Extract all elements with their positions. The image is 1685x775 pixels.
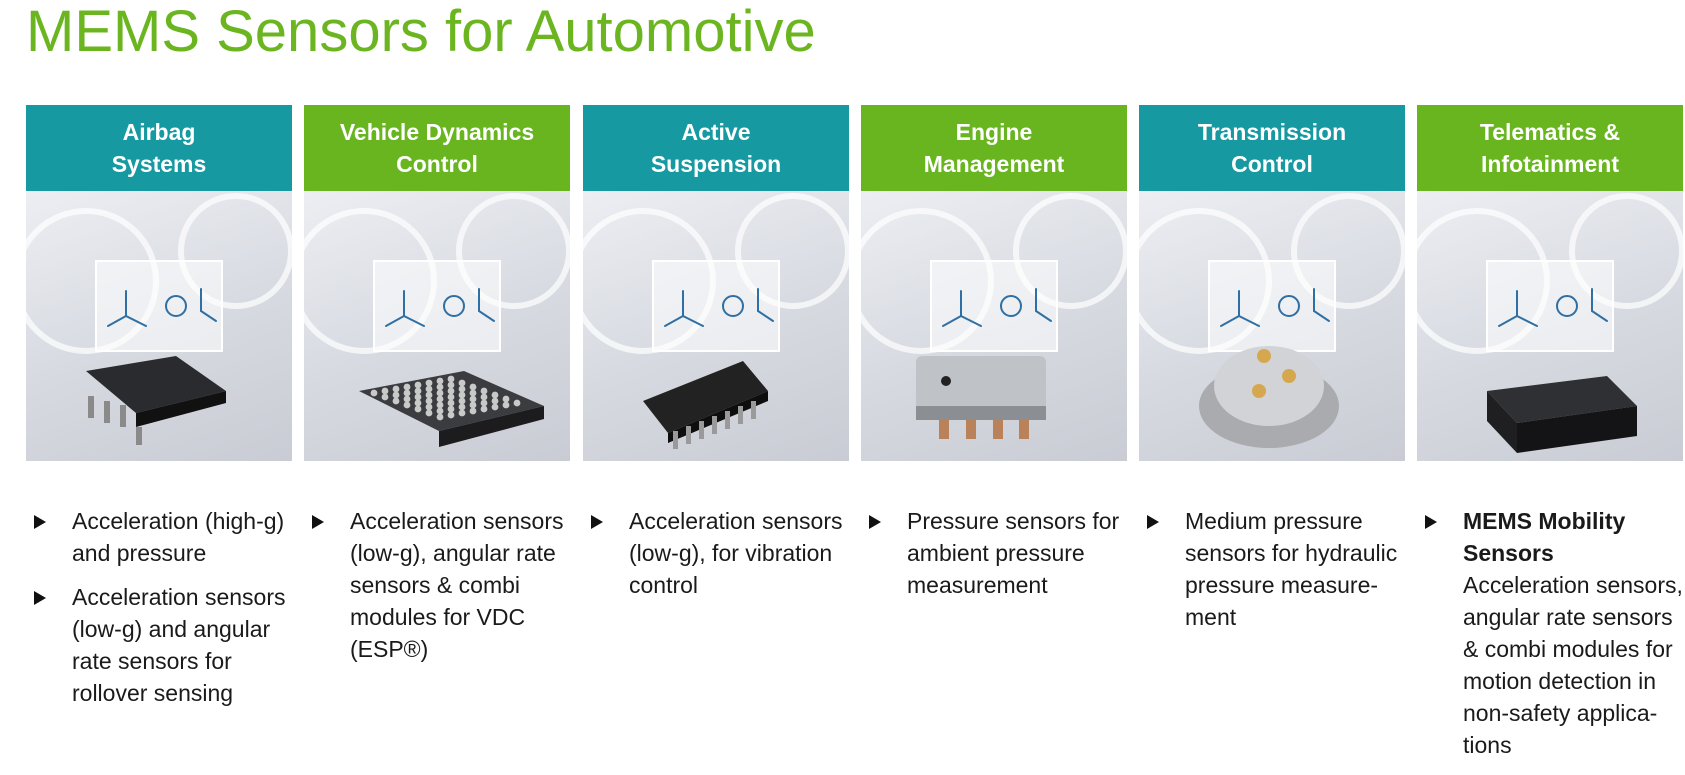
bullet-item: Acceleration sensors (low-g), for vibrat… <box>591 505 855 601</box>
bullet-text: Acceleration sensors, angular rate senso… <box>1463 572 1683 758</box>
column-header-label: Vehicle Dynamics Control <box>339 119 535 177</box>
column-header: Vehicle Dynamics Control <box>304 105 570 191</box>
bullet-item: Acceleration sensors (low-g) and angular… <box>34 581 298 709</box>
bullet-item: Acceleration sensors (low-g), angular ra… <box>312 505 576 665</box>
bullet-list: Acceleration sensors (low-g), angular ra… <box>312 505 576 677</box>
column-header-label: Transmission Control <box>1197 119 1347 177</box>
bullet-triangle-icon <box>591 515 603 529</box>
bullet-text: Acceleration sensors (low-g), for vibrat… <box>629 508 843 598</box>
bullet-triangle-icon <box>1425 515 1437 529</box>
column-header-label: Telematics & Infotainment <box>1479 119 1621 177</box>
column-header-label: Airbag Systems <box>111 119 207 177</box>
bullet-list: Medium pressure sensors for hydraulic pr… <box>1147 505 1411 645</box>
lga-module <box>1417 193 1683 453</box>
column-header: Active Suspension <box>583 105 849 191</box>
soic16-chip <box>583 193 849 449</box>
column-header-label: Active Suspension <box>650 119 782 177</box>
bullet-triangle-icon <box>34 591 46 605</box>
page-title: MEMS Sensors for Automotive <box>26 0 816 64</box>
bullet-text: Acceleration (high-g) and pressure <box>72 508 285 566</box>
bullet-triangle-icon <box>1147 515 1159 529</box>
bullet-item: Pressure sensors for ambient pressure me… <box>869 505 1133 601</box>
hydraulic-pressure-sensor-illustration <box>1139 191 1405 461</box>
bullet-triangle-icon <box>312 515 324 529</box>
bga-chip-illustration <box>304 191 570 461</box>
bullet-text: Medium pressure sensors for hydraulic pr… <box>1185 508 1398 630</box>
bullet-item: Acceleration (high-g) and pressure <box>34 505 298 569</box>
bullet-list: Pressure sensors for ambient pressure me… <box>869 505 1133 613</box>
soic-chip-illustration <box>26 191 292 461</box>
soic16-chip-illustration <box>583 191 849 461</box>
bullet-text: Acceleration sensors (low-g) and angular… <box>72 584 286 706</box>
bullet-list: Acceleration sensors (low-g), for vibrat… <box>591 505 855 613</box>
hydraulic-pressure-sensor <box>1139 193 1405 448</box>
column-header: Engine Management <box>861 105 1127 191</box>
bullet-text: Acceleration sensors (low-g), angular ra… <box>350 508 564 662</box>
pressure-sensor-package <box>861 193 1127 439</box>
bullet-text: Pressure sensors for ambient pressure me… <box>907 508 1120 598</box>
column-header-label: Engine Management <box>923 119 1065 177</box>
bullet-bold-label: MEMS Mobility Sensors <box>1463 508 1626 566</box>
column-header: Airbag Systems <box>26 105 292 191</box>
soic-chip <box>26 193 292 445</box>
column-header: Transmission Control <box>1139 105 1405 191</box>
pressure-sensor-package-illustration <box>861 191 1127 461</box>
bullet-triangle-icon <box>869 515 881 529</box>
bullet-item: Medium pressure sensors for hydraulic pr… <box>1147 505 1411 633</box>
bga-chip <box>304 193 570 447</box>
lga-module-illustration <box>1417 191 1683 461</box>
bullet-triangle-icon <box>34 515 46 529</box>
column-header: Telematics & Infotainment <box>1417 105 1683 191</box>
